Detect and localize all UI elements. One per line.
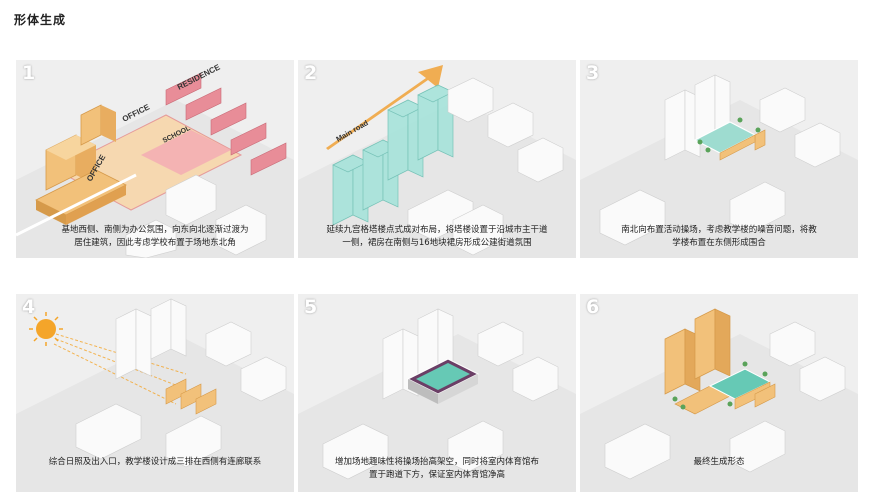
caption-line: 一侧，裙房在南侧与16地块裙房形成公建街道氛围 (342, 238, 532, 248)
residence-blocks (165, 72, 287, 176)
massing-diagram-4 (16, 298, 294, 492)
teaching-rows (165, 378, 217, 415)
step-panel-1: RESIDENCE OFFICE SCHOOL OFFICE 1 (16, 60, 294, 258)
step-number: 2 (304, 62, 318, 84)
teaching-block (719, 129, 766, 161)
caption-line: 延续九宫格塔楼点式成对布局，将塔楼设置于沿城市主干道 (326, 225, 548, 235)
massing-diagram-2: Main road (298, 65, 576, 258)
caption-line: 最终生成形态 (693, 457, 745, 467)
massing-diagram-6 (580, 308, 858, 492)
massing-diagram-5 (298, 308, 576, 492)
sun-icon (29, 312, 187, 405)
step-caption-1: 基地西侧、南侧为办公氛围，向东向北逐渐过渡为 居住建筑，因此考虑学校布置于场地东… (16, 224, 294, 250)
trees (697, 117, 761, 153)
step-number: 3 (586, 62, 600, 84)
page-title: 形体生成 (14, 13, 67, 27)
step-caption-2: 延续九宫格塔楼点式成对布局，将塔楼设置于沿城市主干道 一侧，裙房在南侧与16地块… (298, 224, 576, 250)
main-road-label: Main road (335, 118, 371, 144)
caption-line: 置于跑道下方，保证室内体育馆净高 (368, 470, 505, 480)
step-number: 6 (586, 296, 600, 318)
step-caption-3: 南北向布置活动操场，考虑教学楼的噪音问题，将教 学楼布置在东侧形成围合 (580, 224, 858, 250)
massing-diagram-1: RESIDENCE OFFICE SCHOOL OFFICE (16, 62, 294, 258)
trees (672, 361, 768, 410)
caption-line: 居住建筑，因此考虑学校布置于场地东北角 (74, 238, 236, 248)
towers (332, 84, 454, 226)
caption-line: 增加场地趣味性将操场抬高架空，同时将室内体育馆布 (334, 457, 539, 467)
step-panel-6: 6 (580, 294, 858, 492)
step-panel-4: 4 (16, 294, 294, 492)
caption-line: 综合日照及出入口，教学楼设计成三排在西侧有连廊联系 (48, 457, 262, 467)
step-caption-6: 最终生成形态 (580, 456, 858, 469)
main-road-arrow (326, 65, 443, 150)
step-panel-5: 5 (298, 294, 576, 492)
step-caption-4: 综合日照及出入口，教学楼设计成三排在西侧有连廊联系 (16, 456, 294, 469)
school-zone (141, 130, 231, 175)
caption-line: 南北向布置活动操场，考虑教学楼的噪音问题，将教 (621, 225, 817, 235)
massing-diagram-3 (580, 74, 858, 258)
caption-line: 基地西侧、南侧为办公氛围，向东向北逐渐过渡为 (61, 225, 249, 235)
step-caption-5: 增加场地趣味性将操场抬高架空，同时将室内体育馆布 置于跑道下方，保证室内体育馆净… (298, 456, 576, 482)
step-number: 1 (22, 62, 36, 84)
final-towers (664, 308, 731, 415)
step-number: 5 (304, 296, 318, 318)
step-panel-3: 3 (580, 60, 858, 258)
step-number: 4 (22, 296, 36, 318)
caption-line: 学楼布置在东侧形成围合 (672, 238, 766, 248)
step-panel-2: Main road 2 (298, 60, 576, 258)
